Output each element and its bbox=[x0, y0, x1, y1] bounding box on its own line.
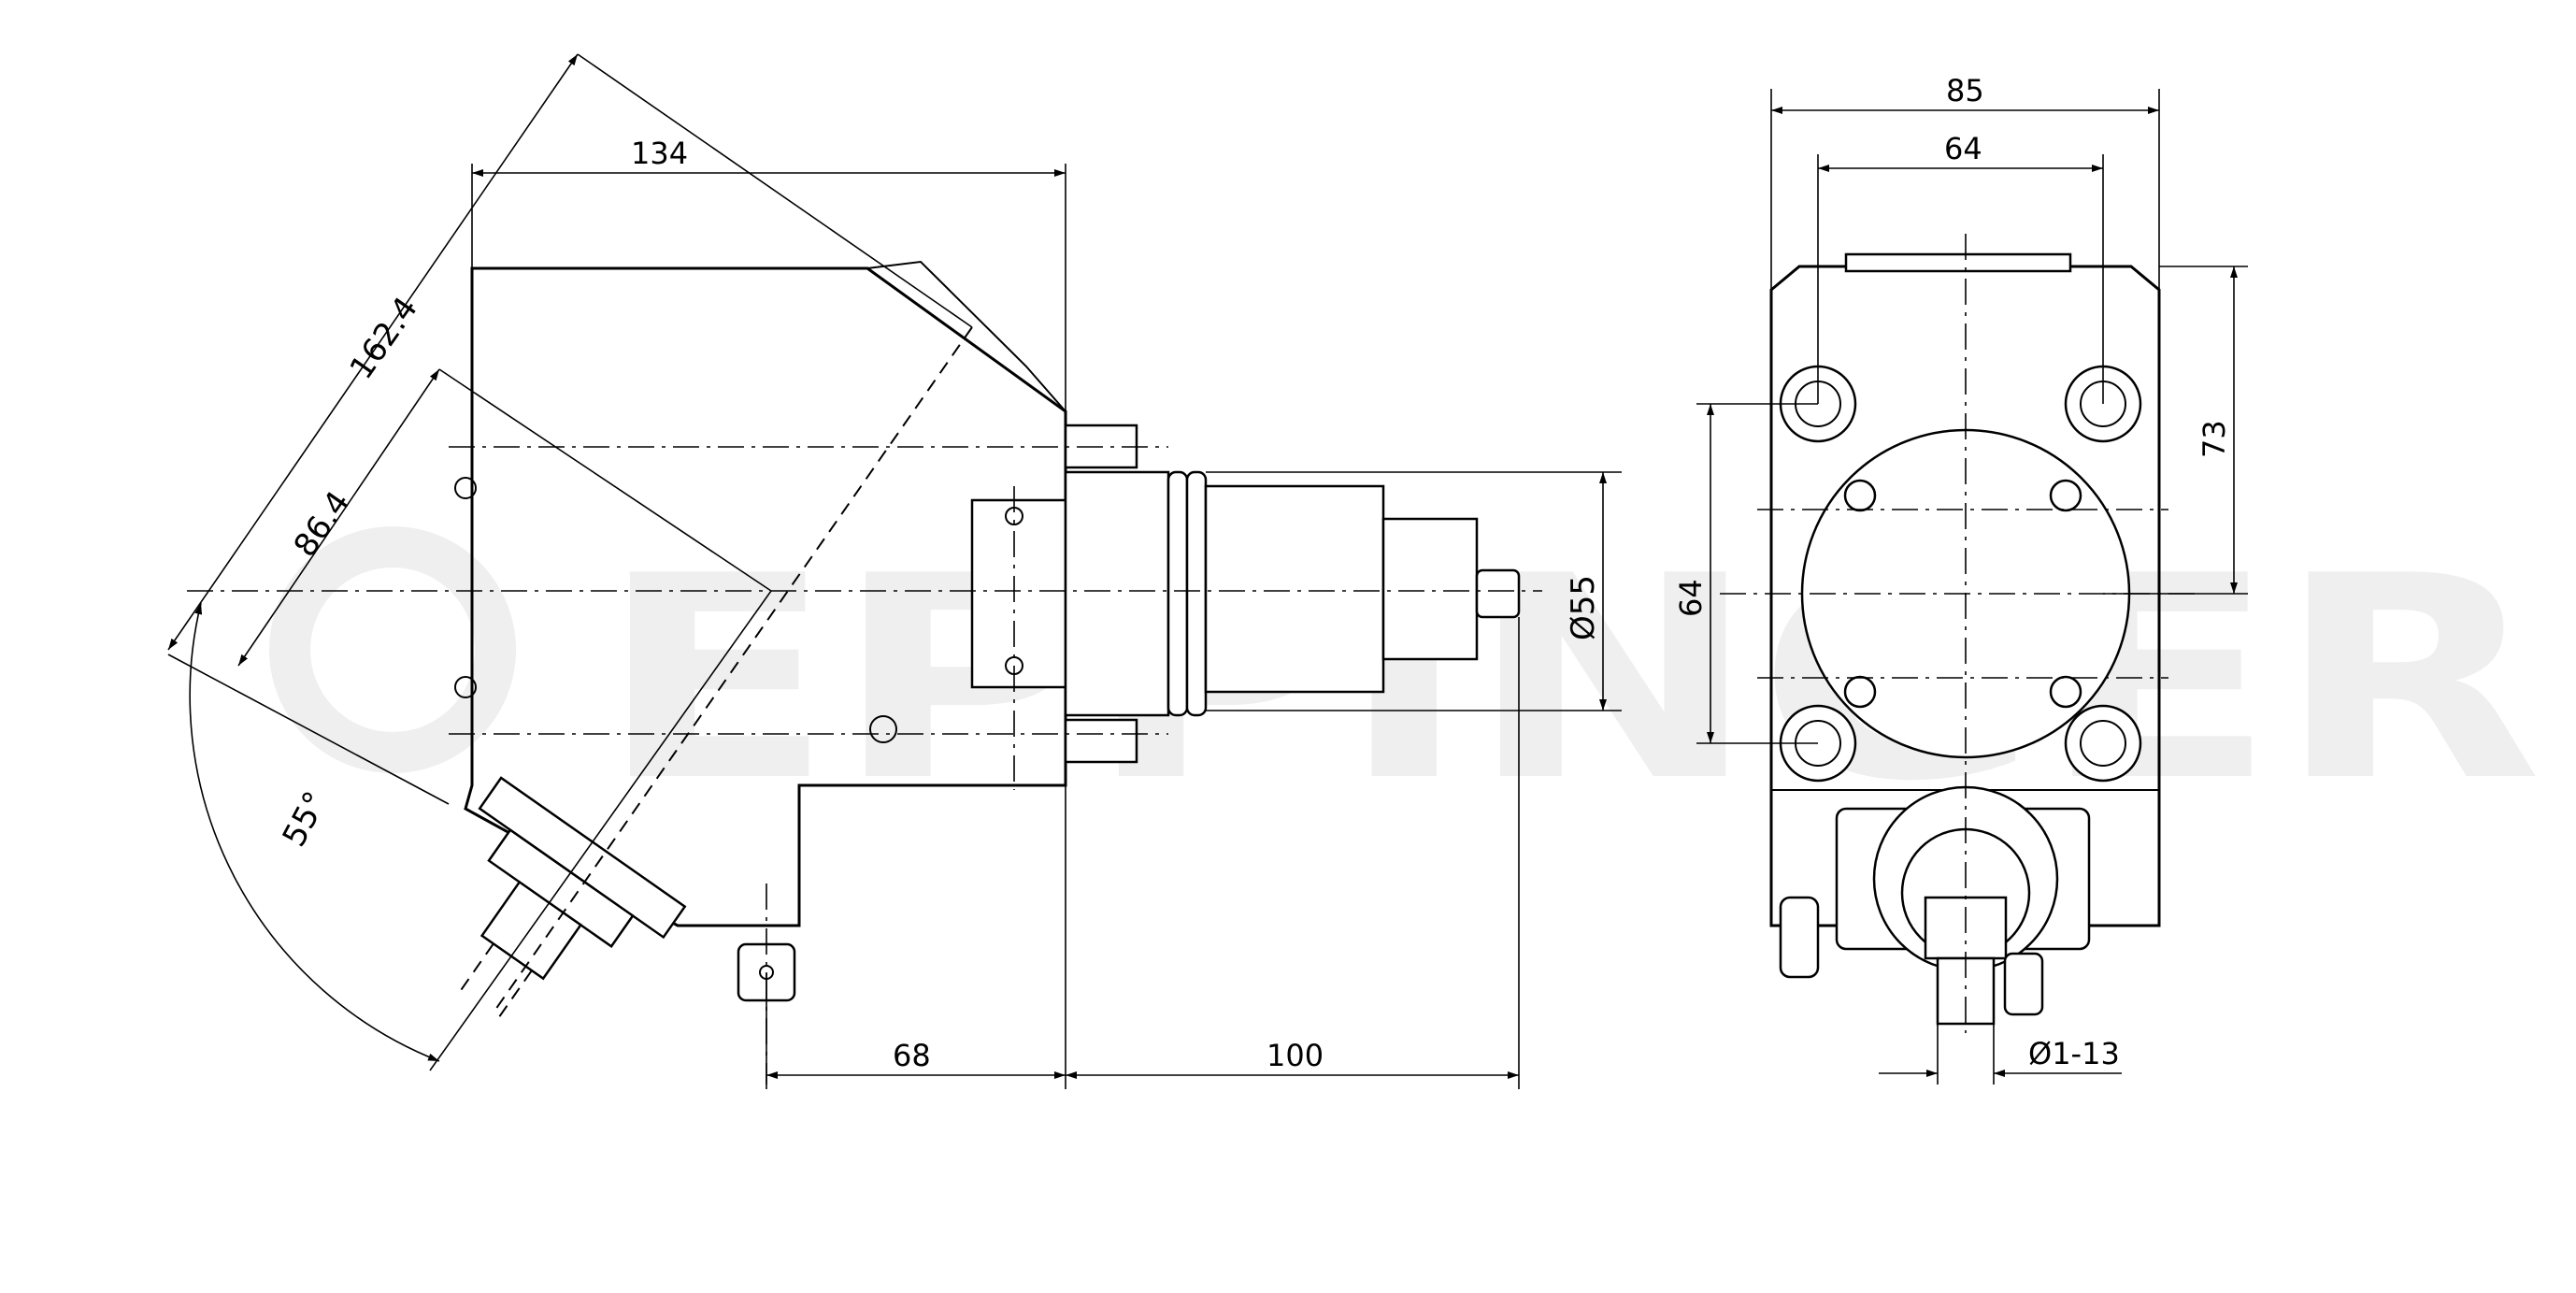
side-view: 134 162.4 86.4 55° Ø55 68 100 bbox=[167, 53, 1622, 1089]
dimension-label-collet: Ø1-13 bbox=[2028, 1036, 2120, 1071]
dimension-label-162-4: 162.4 bbox=[343, 290, 426, 386]
small-screw-icon bbox=[2049, 675, 2082, 709]
flange-ring-1 bbox=[1166, 470, 1189, 717]
front-view: 85 64 73 64 Ø1-13 bbox=[1673, 73, 2248, 1085]
watermark-text: EPPINGER bbox=[598, 516, 2542, 842]
screw-hole-icon bbox=[869, 715, 897, 743]
watermark-logo-icon bbox=[269, 526, 516, 773]
side-coolant-nipple bbox=[1779, 896, 1820, 979]
dimension-label-64-horizontal: 64 bbox=[1944, 131, 1982, 166]
dimension-label-64-vertical: 64 bbox=[1673, 579, 1709, 617]
small-screw-icon bbox=[2049, 479, 2082, 512]
dimension-label-134: 134 bbox=[631, 136, 688, 171]
dimension-label-100: 100 bbox=[1267, 1038, 1324, 1073]
clamp-block bbox=[970, 498, 1067, 689]
dimension-label-55deg: 55° bbox=[276, 785, 336, 853]
extension-line bbox=[438, 368, 772, 592]
extension-line bbox=[577, 53, 973, 328]
flange-lug-bottom bbox=[1064, 718, 1138, 764]
drive-stub bbox=[1475, 568, 1521, 619]
dimension-label-73: 73 bbox=[2197, 420, 2232, 458]
shank-tip bbox=[1381, 517, 1479, 661]
angled-axis-hidden bbox=[494, 326, 973, 1011]
dimension-label-85: 85 bbox=[1946, 73, 1984, 108]
shank-body bbox=[1204, 484, 1385, 694]
flange-ring-2 bbox=[1185, 470, 1208, 717]
top-bevel-plate bbox=[866, 260, 1066, 412]
flange-body bbox=[1064, 470, 1170, 717]
dimension-label-68: 68 bbox=[893, 1038, 931, 1073]
angle-arc-55 bbox=[189, 602, 440, 1062]
top-key-block bbox=[1844, 252, 2072, 273]
spindle-collet bbox=[479, 880, 583, 981]
watermark-logo: EPPINGER bbox=[269, 516, 2542, 842]
screw-hole-icon bbox=[454, 676, 477, 698]
housing-outline bbox=[464, 266, 1067, 927]
dimension-line-162-4 bbox=[167, 53, 579, 651]
dimension-label-d55: Ø55 bbox=[1565, 575, 1602, 640]
small-screw-icon bbox=[1843, 675, 1877, 709]
bolt-head-icon bbox=[2064, 704, 2142, 783]
small-screw-icon bbox=[1843, 479, 1877, 512]
tool-hidden-lines bbox=[460, 942, 533, 1017]
bolt-socket-icon bbox=[2080, 720, 2126, 767]
angle-leg-line bbox=[429, 590, 772, 1071]
clamp-pin bbox=[2003, 952, 2044, 1016]
